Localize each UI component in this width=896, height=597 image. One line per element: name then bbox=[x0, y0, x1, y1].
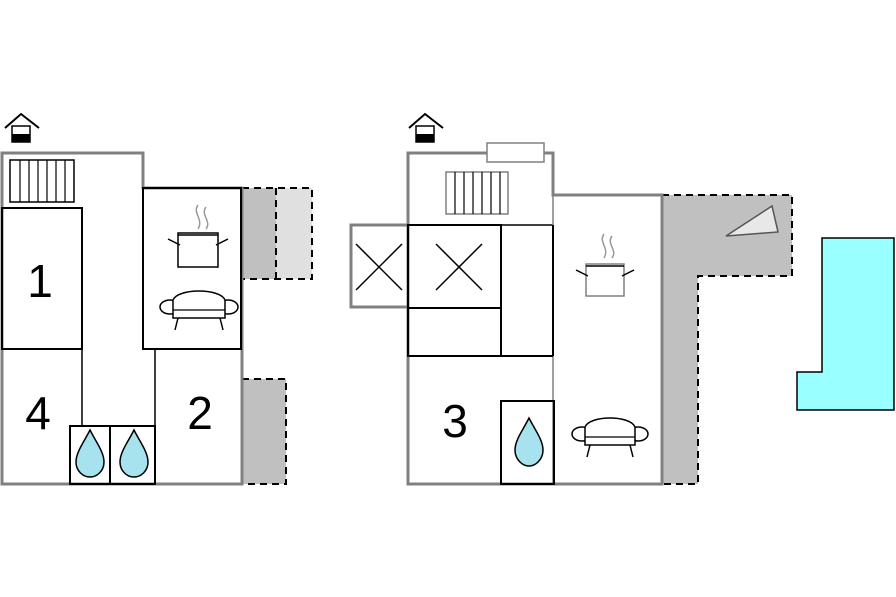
terrace-lower bbox=[242, 379, 286, 484]
bathroom-icon bbox=[75, 428, 105, 478]
room-number-2: 2 bbox=[187, 387, 213, 439]
bathroom-icon bbox=[514, 416, 544, 467]
level-2-plan: 3 bbox=[349, 112, 895, 486]
storage-icon bbox=[355, 243, 403, 291]
bathroom-outline bbox=[500, 400, 555, 485]
bathroom-outline bbox=[69, 425, 156, 485]
room-number-4: 4 bbox=[25, 387, 51, 439]
sofa-icon bbox=[159, 290, 239, 331]
sofa-icon bbox=[571, 417, 649, 458]
radiator-icon bbox=[445, 171, 509, 215]
outer-wall bbox=[406, 151, 664, 486]
chimney bbox=[486, 142, 545, 163]
level-1-plan: 1 4 2 bbox=[0, 112, 313, 486]
kitchen-icon bbox=[575, 233, 635, 297]
room-number-1: 1 bbox=[27, 255, 53, 307]
kitchen-outline bbox=[142, 187, 242, 350]
storage-icon bbox=[435, 243, 483, 291]
entrance-icon bbox=[4, 112, 40, 143]
room-number-3: 3 bbox=[442, 395, 468, 447]
bathroom-icon bbox=[119, 428, 149, 478]
annex-wall bbox=[349, 223, 408, 309]
terrace-upper-light bbox=[276, 188, 312, 279]
kitchen-icon bbox=[167, 204, 229, 268]
entrance-icon bbox=[408, 112, 444, 143]
terrace bbox=[662, 195, 792, 484]
terrace-upper-dark bbox=[242, 188, 276, 279]
storage-outline bbox=[407, 224, 502, 309]
radiator-icon bbox=[9, 159, 75, 203]
terrace-icon bbox=[725, 204, 779, 237]
pool bbox=[796, 237, 895, 411]
